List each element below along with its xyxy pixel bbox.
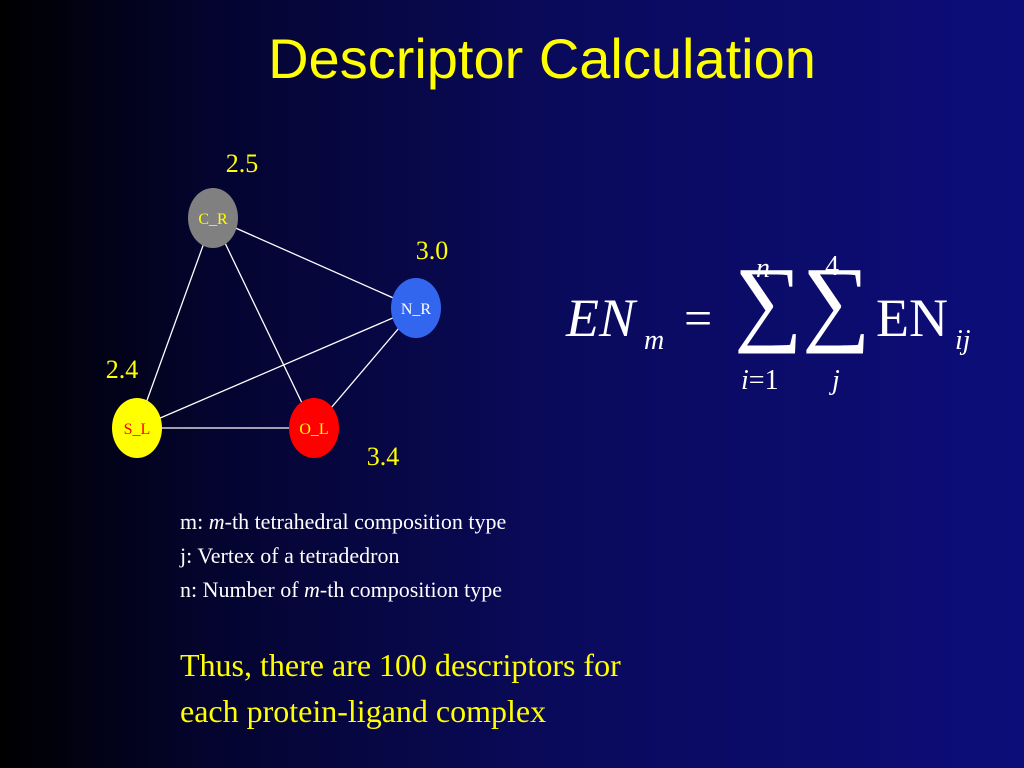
formula-lhs-subscript: m (644, 325, 665, 356)
node-value-sl: 2.4 (106, 355, 139, 384)
formula-lhs: EN (566, 288, 636, 348)
node-label-ol: O_L (299, 421, 328, 438)
formula-term: EN (876, 288, 948, 348)
sum-inner-upper: 4 (825, 251, 839, 282)
en-formula: EN m = ∑ ∑ n 4 i=1 j EN ij (560, 245, 1000, 405)
node-sl (112, 398, 162, 458)
node-label-sl: S_L (124, 421, 151, 438)
legend-line-j: j: Vertex of a tetradedron (180, 543, 400, 568)
formula-term-subscript: ij (955, 325, 971, 356)
node-value-nr: 3.0 (416, 236, 449, 265)
sum-outer-upper: n (756, 253, 770, 284)
edge-cr-nr (212, 217, 417, 309)
graph-node-values: 2.5 3.0 2.4 3.4 (106, 149, 449, 471)
conclusion-line-1: Thus, there are 100 descriptors for (180, 647, 621, 683)
node-label-nr: N_R (401, 301, 432, 318)
sum-outer-lower: i=1 (741, 365, 779, 397)
sum-outer-lower-rest: =1 (748, 365, 779, 396)
edge-nr-sl (136, 307, 417, 429)
graph-nodes: C_R N_R S_L O_L (112, 188, 441, 458)
sigma-symbol-outer: ∑ (734, 247, 803, 354)
legend-line-n: n: Number of m-th composition type (180, 577, 503, 602)
sum-inner-lower: j (832, 365, 840, 396)
node-label-cr: C_R (198, 211, 228, 228)
node-value-ol: 3.4 (367, 442, 400, 471)
node-ol (289, 398, 339, 458)
edge-cr-sl (136, 217, 214, 429)
conclusion-text: Thus, there are 100 descriptors for each… (180, 642, 800, 734)
legend-line-m: m: m-th tetrahedral composition type (180, 509, 507, 534)
edge-cr-ol (212, 217, 315, 429)
sigma-symbol-inner: ∑ (802, 247, 871, 354)
node-value-cr: 2.5 (226, 149, 259, 178)
formula-equals: = (684, 290, 713, 346)
node-nr (391, 278, 441, 338)
variable-legend: m: m-th tetrahedral composition type j: … (180, 505, 506, 607)
sum-outer-lower-var: i (741, 365, 749, 396)
conclusion-line-2: each protein-ligand complex (180, 693, 547, 729)
node-cr (188, 188, 238, 248)
slide-title: Descriptor Calculation (268, 27, 816, 90)
graph-edges (136, 217, 417, 429)
